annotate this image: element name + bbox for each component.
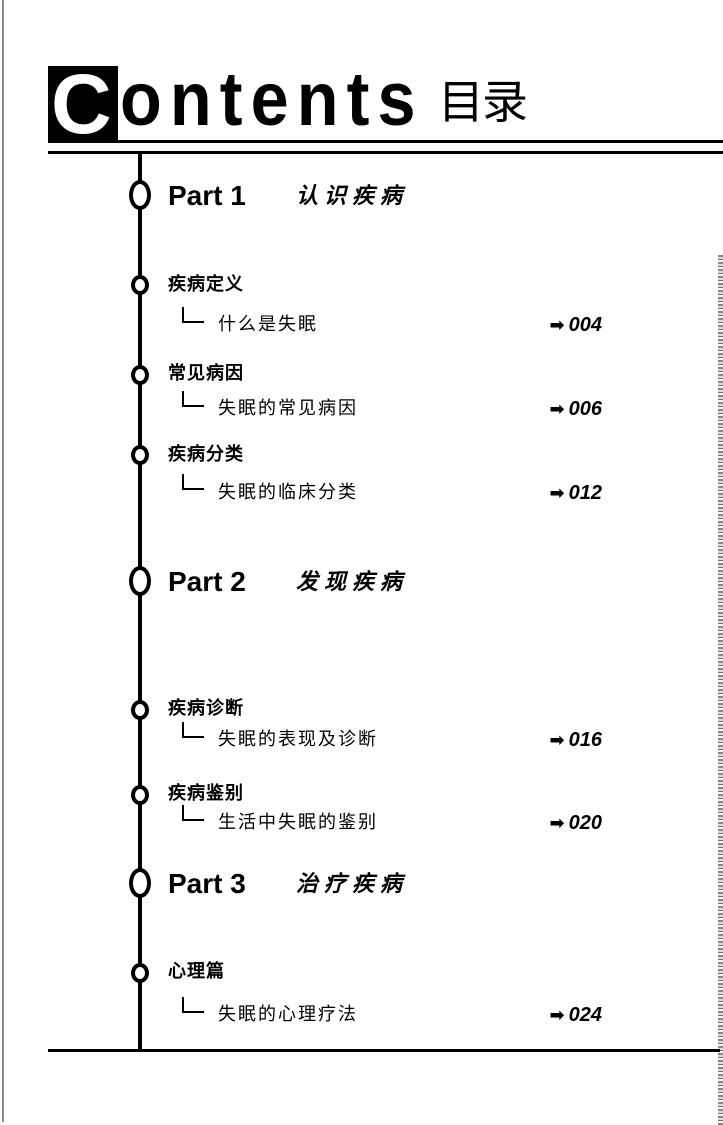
page-number: 016: [568, 729, 602, 751]
tree-branch-icon: [182, 997, 204, 1013]
arrow-right-icon: ➡: [549, 399, 565, 420]
toc-entry-link[interactable]: 失眠的心理疗法: [218, 1004, 358, 1025]
page-ref[interactable]: ➡006: [512, 397, 602, 422]
section-title: 疾病鉴别: [168, 783, 244, 804]
section-circle-icon: [131, 963, 149, 983]
section-title: 疾病诊断: [168, 698, 244, 719]
section-circle-icon: [131, 700, 149, 720]
page-number: 012: [568, 482, 602, 504]
title-chinese: 目录: [438, 75, 528, 129]
title-initial: C: [51, 57, 112, 151]
part-circle-icon: [129, 868, 151, 898]
page-ref[interactable]: ➡004: [512, 313, 602, 338]
page-left-edge: [2, 0, 4, 1122]
tree-branch-icon: [182, 474, 204, 490]
tree-branch-icon: [182, 307, 204, 323]
page-number: 004: [568, 314, 602, 336]
tree-branch-icon: [182, 805, 204, 821]
page-right-edge: [718, 255, 723, 1125]
section-title: 常见病因: [168, 363, 244, 384]
toc-entry-link[interactable]: 生活中失眠的鉴别: [218, 812, 378, 833]
toc-entry-link[interactable]: 失眠的临床分类: [218, 482, 358, 503]
toc-entry-link[interactable]: 什么是失眠: [218, 314, 318, 335]
section-title: 疾病分类: [168, 444, 244, 465]
page-ref[interactable]: ➡012: [512, 481, 602, 506]
section-circle-icon: [131, 365, 149, 385]
part-circle-icon: [129, 566, 151, 596]
section-circle-icon: [131, 275, 149, 295]
part-label: Part 2: [168, 566, 246, 597]
tree-branch-icon: [182, 391, 204, 407]
page-ref[interactable]: ➡016: [512, 728, 602, 753]
part-label: Part 1: [168, 180, 246, 211]
section-title: 心理篇: [168, 961, 225, 982]
arrow-right-icon: ➡: [549, 1005, 565, 1026]
arrow-right-icon: ➡: [549, 730, 565, 751]
title-rest: ontents: [120, 57, 424, 142]
section-circle-icon: [131, 785, 149, 805]
header-underline: [48, 140, 723, 143]
title-initial-box: C: [48, 62, 118, 146]
section-title: 疾病定义: [168, 274, 244, 295]
bottom-rule: [48, 1049, 720, 1052]
toc-entry-link[interactable]: 失眠的表现及诊断: [218, 729, 378, 750]
timeline-line: [138, 152, 142, 1052]
page-ref[interactable]: ➡020: [512, 811, 602, 836]
part-title-cn: 治疗疾病: [296, 871, 409, 897]
part-title-cn: 发现疾病: [296, 569, 409, 595]
top-rule: [48, 151, 723, 154]
arrow-right-icon: ➡: [549, 315, 565, 336]
toc-entry-link[interactable]: 失眠的常见病因: [218, 398, 358, 419]
arrow-right-icon: ➡: [549, 483, 565, 504]
page-number: 020: [568, 812, 602, 834]
tree-branch-icon: [182, 722, 204, 738]
part-label: Part 3: [168, 868, 246, 899]
part-title-cn: 认识疾病: [296, 183, 409, 209]
page-number: 024: [568, 1004, 602, 1026]
page-number: 006: [568, 398, 602, 420]
arrow-right-icon: ➡: [549, 813, 565, 834]
part-circle-icon: [129, 180, 151, 210]
page-ref[interactable]: ➡024: [512, 1003, 602, 1028]
section-circle-icon: [131, 445, 149, 465]
